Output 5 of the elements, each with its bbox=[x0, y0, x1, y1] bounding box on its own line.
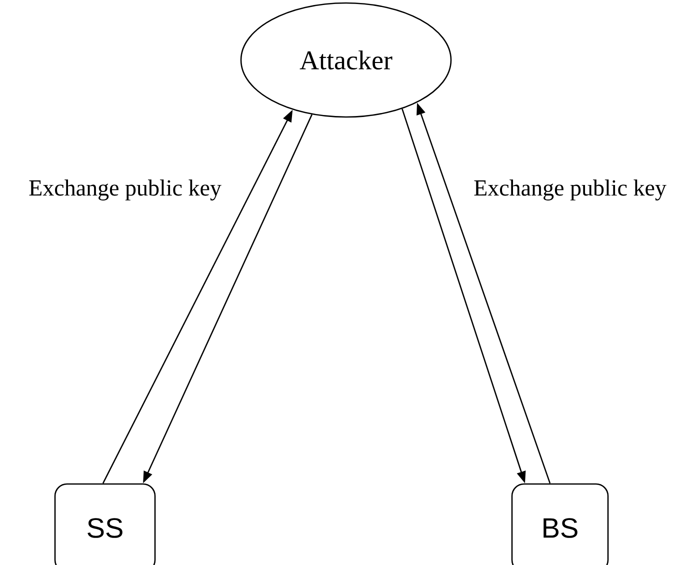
caption-text: Exchange public key bbox=[474, 180, 666, 200]
ellipse-node: Attacker bbox=[240, 2, 452, 118]
station-box: SS bbox=[54, 483, 156, 565]
caption-text: Exchange public key bbox=[29, 180, 222, 200]
station-box: BS bbox=[511, 483, 609, 565]
